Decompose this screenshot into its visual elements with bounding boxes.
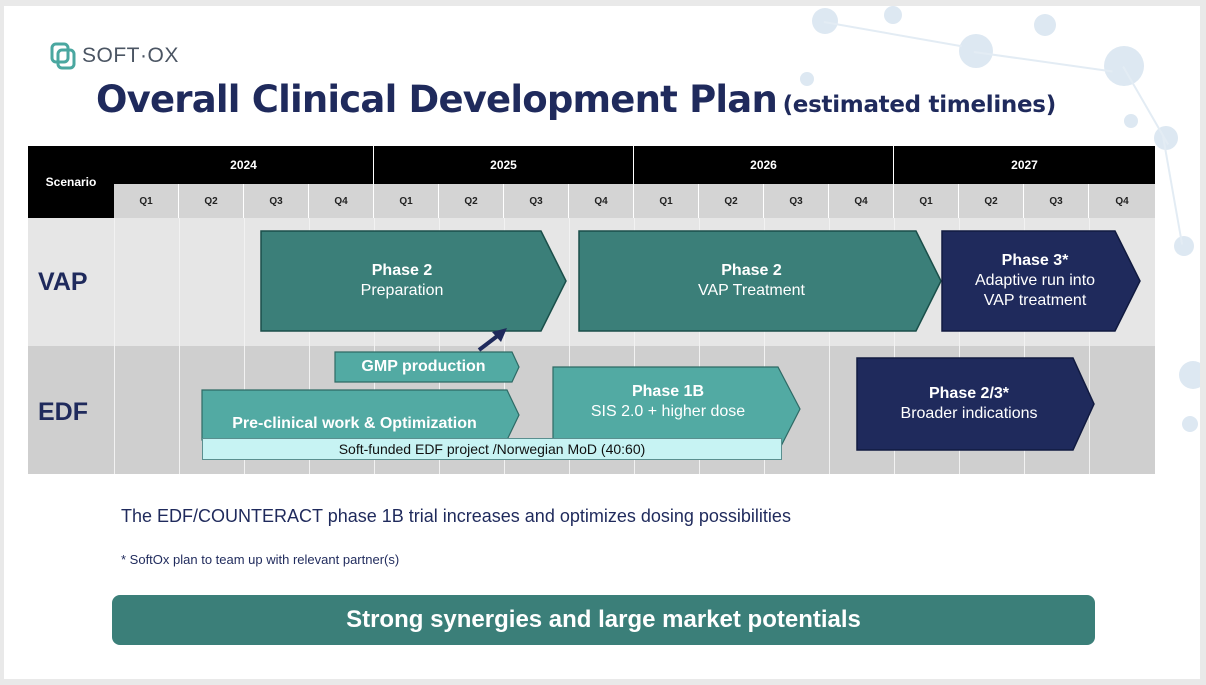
quarter-cell: Q4 [569, 184, 634, 218]
quarter-cell: Q1 [634, 184, 699, 218]
phase2-preparation-subtitle: Preparation [360, 282, 444, 299]
year-2024: 2024 [114, 146, 374, 184]
footnote-text: * SoftOx plan to team up with relevant p… [121, 552, 400, 567]
phase2-vap-treatment-subtitle: VAP Treatment [697, 282, 805, 299]
page-title-main: Overall Clinical Development Plan [96, 78, 778, 121]
phase3-bar: Phase 3* Adaptive run into VAP treatment [941, 230, 1141, 332]
quarter-cell: Q1 [894, 184, 959, 218]
year-2025: 2025 [374, 146, 634, 184]
quarter-cell: Q1 [374, 184, 439, 218]
quarter-cell: Q1 [114, 184, 179, 218]
quarter-cell: Q3 [1024, 184, 1089, 218]
phase2-3-bar: Phase 2/3* Broader indications [856, 357, 1095, 451]
synergies-banner: Strong synergies and large market potent… [112, 595, 1095, 645]
page-title: Overall Clinical Development Plan (estim… [96, 78, 1056, 121]
phase3-subtitle-line1: Adaptive run into [974, 272, 1096, 289]
dependency-arrow-icon [477, 328, 507, 352]
scenario-header: Scenario [28, 146, 114, 218]
row-label-edf: EDF [38, 398, 88, 426]
softox-logo: SOFT·OX [50, 42, 179, 70]
logo-text: SOFT·OX [82, 44, 179, 67]
phase1b-bar: Phase 1B SIS 2.0 + higher dose [552, 366, 801, 453]
phase2-vap-treatment-bar: Phase 2 VAP Treatment [578, 230, 942, 332]
statement-text: The EDF/COUNTERACT phase 1B trial increa… [121, 506, 791, 526]
quarter-cell: Q2 [699, 184, 764, 218]
quarter-cell: Q4 [1089, 184, 1155, 218]
phase3-title: Phase 3* [1001, 252, 1069, 269]
quarter-cell: Q4 [309, 184, 374, 218]
quarter-cell: Q4 [829, 184, 894, 218]
preclinical-bar: Pre-clinical work & Optimization [201, 389, 520, 441]
quarter-cell: Q2 [179, 184, 244, 218]
phase2-vap-treatment-title: Phase 2 [721, 262, 782, 279]
softox-logo-icon [50, 42, 76, 70]
slide: SOFT·OX Overall Clinical Development Pla… [4, 6, 1200, 679]
phase2-preparation-title: Phase 2 [371, 262, 433, 279]
quarter-cell: Q2 [439, 184, 504, 218]
year-2026: 2026 [634, 146, 894, 184]
phase1b-subtitle: SIS 2.0 + higher dose [590, 402, 746, 420]
row-label-vap: VAP [38, 268, 88, 296]
gmp-production-title: GMP production [361, 358, 486, 375]
phase2-3-subtitle: Broader indications [900, 405, 1038, 422]
phase2-3-title: Phase 2/3* [928, 385, 1010, 402]
quarter-cell: Q3 [244, 184, 309, 218]
gmp-production-bar: GMP production [334, 351, 520, 383]
page-title-sub: (estimated timelines) [782, 92, 1057, 118]
phase2-preparation-bar: Phase 2 Preparation [260, 230, 567, 332]
phase1b-title: Phase 1B [631, 382, 705, 400]
soft-funded-project-box: Soft-funded EDF project /Norwegian MoD (… [202, 438, 782, 460]
year-2027: 2027 [894, 146, 1155, 184]
phase3-subtitle-line2: VAP treatment [983, 292, 1087, 309]
quarter-cell: Q2 [959, 184, 1024, 218]
quarter-cell: Q3 [504, 184, 569, 218]
quarter-cell: Q3 [764, 184, 829, 218]
preclinical-title: Pre-clinical work & Optimization [232, 415, 477, 432]
